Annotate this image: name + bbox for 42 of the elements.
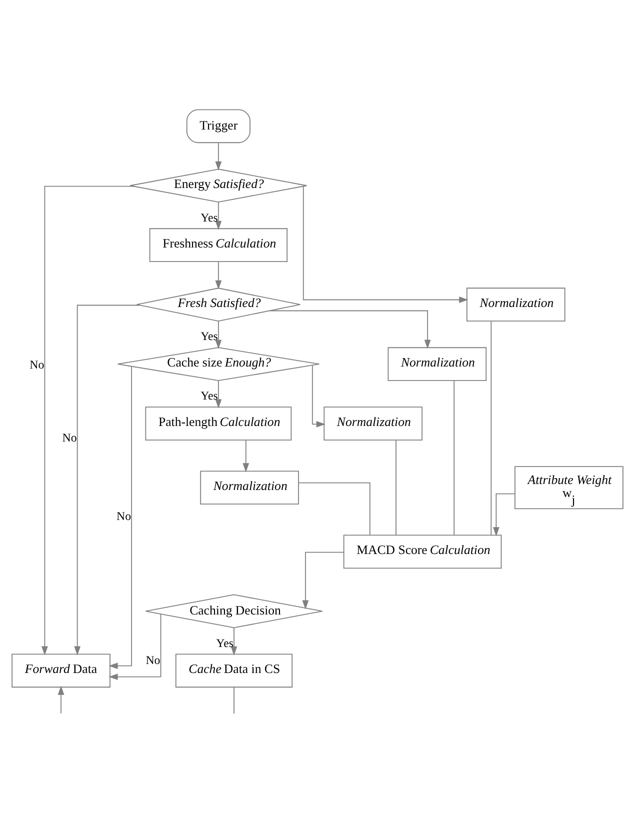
arrow — [215, 320, 222, 348]
node-box: Path-length Calculation — [145, 406, 292, 440]
edge-label: No — [146, 652, 160, 666]
edge-label: Yes — [216, 635, 234, 650]
edge-label: Yes — [200, 388, 218, 402]
node-box: Normalization — [324, 406, 423, 440]
node-diamond: Fresh Satisfied? — [136, 287, 301, 322]
arrow — [242, 439, 250, 472]
connector — [298, 482, 370, 535]
connector — [490, 320, 492, 536]
edge-label: No — [30, 357, 44, 372]
arrow — [215, 260, 222, 289]
node-box: Normalization — [388, 346, 487, 381]
edge-label: Yes — [200, 328, 218, 343]
arrow — [58, 685, 64, 714]
arrow — [492, 492, 516, 536]
connector — [454, 380, 455, 536]
arrow — [312, 364, 326, 427]
node-diamond: Energy Satisfied? — [130, 168, 308, 202]
node-box: Forward Data — [12, 653, 110, 688]
arrow — [302, 551, 344, 609]
node-box: Cache Data in CS — [175, 653, 293, 688]
arrow — [230, 626, 238, 656]
node-diamond: Cache size Enough? — [117, 346, 320, 381]
arrow — [74, 304, 140, 655]
node-box: Trigger — [186, 108, 250, 143]
node-box: Normalization — [200, 470, 299, 504]
arrow — [42, 185, 134, 655]
arrow — [108, 613, 162, 680]
edge-label: No — [62, 430, 77, 444]
arrow — [269, 310, 431, 348]
arrow — [215, 142, 222, 170]
edge-label: No — [116, 508, 132, 523]
arrow — [302, 185, 468, 302]
node-box: Normalization — [466, 287, 566, 322]
arrow — [108, 366, 132, 669]
node-diamond: Caching Decision — [145, 594, 323, 628]
node-box: Freshness Calculation — [149, 228, 288, 262]
arrow — [215, 380, 222, 408]
arrow — [215, 201, 222, 230]
node-box: MACD Score Calculation — [343, 534, 502, 568]
edge-label: Yes — [200, 210, 218, 224]
